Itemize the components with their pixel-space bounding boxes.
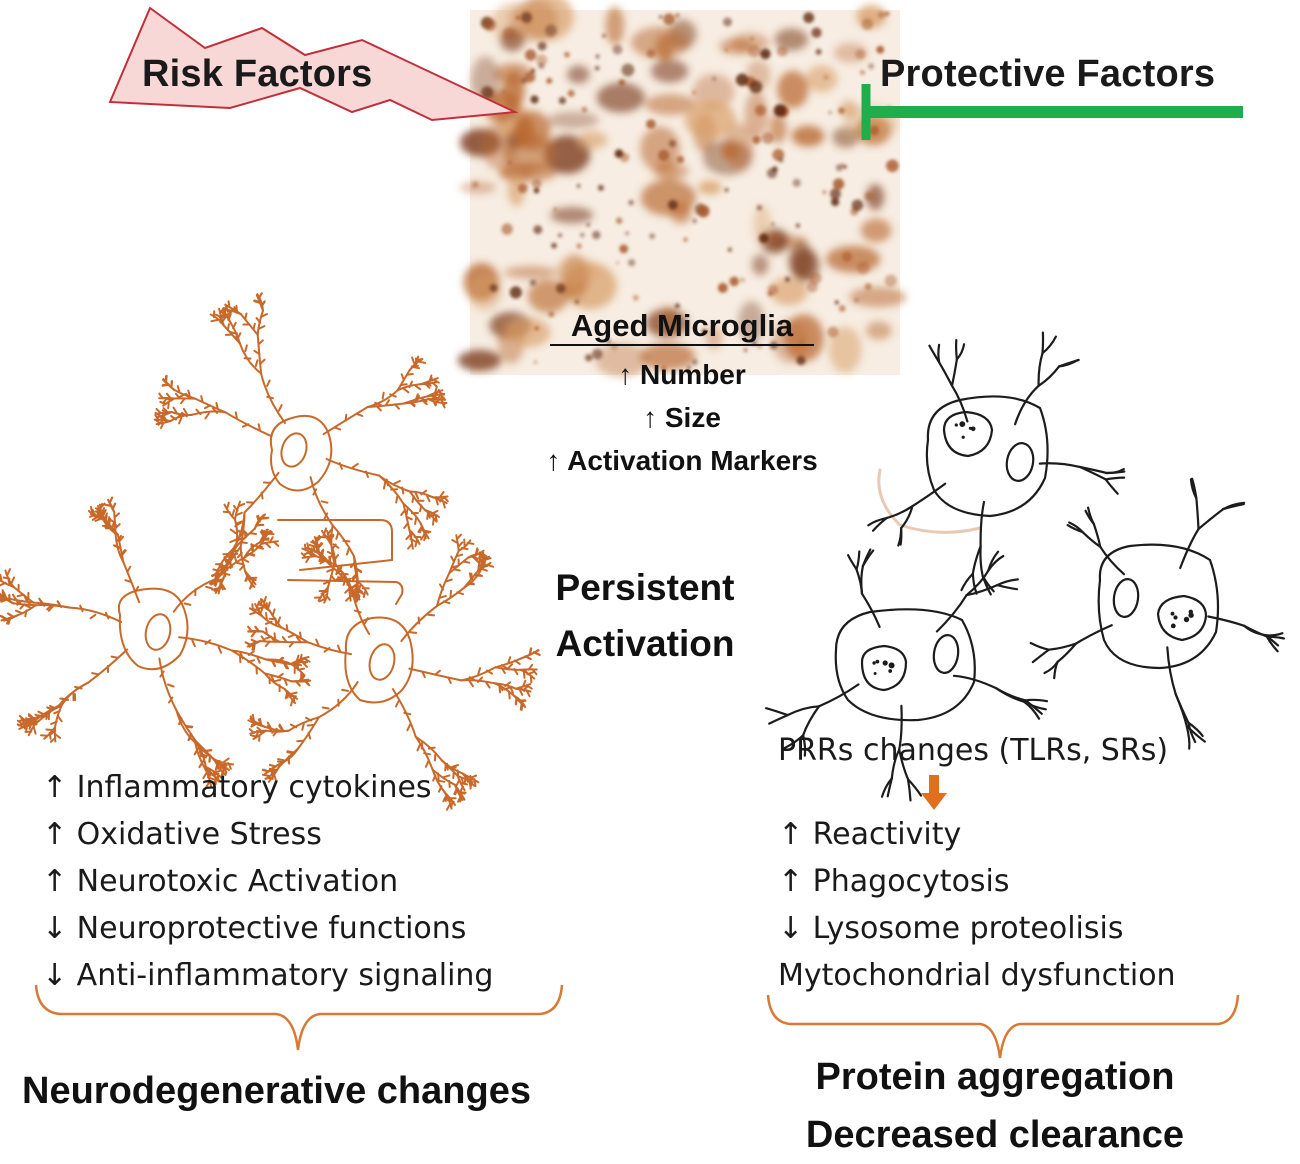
left-cell-3 bbox=[345, 617, 412, 702]
persistent-line: Persistent bbox=[500, 560, 790, 616]
right-change-list: ↑ Reactivity ↑ Phagocytosis ↓ Lysosome p… bbox=[778, 811, 1176, 999]
list-item: ↓ Anti-inflammatory signaling bbox=[42, 952, 493, 999]
right-cell-left bbox=[836, 609, 975, 720]
microglia-stat-number: ↑ Number bbox=[500, 353, 864, 396]
persistent-activation-label: Persistent Activation bbox=[500, 560, 790, 672]
microglia-stat-size: ↑ Size bbox=[500, 396, 864, 439]
left-outcome-label: Neurodegenerative changes bbox=[22, 1070, 531, 1113]
microglia-title: Aged Microglia bbox=[520, 308, 844, 344]
left-cell-1 bbox=[271, 416, 331, 491]
left-cell-2 bbox=[119, 589, 188, 670]
activation-line: Activation bbox=[500, 616, 790, 672]
left-neuron-network bbox=[0, 293, 540, 810]
decreased-clearance-line: Decreased clearance bbox=[760, 1106, 1230, 1164]
left-change-list: ↑ Inflammatory cytokines ↑ Oxidative Str… bbox=[42, 764, 493, 999]
right-outcome-label: Protein aggregation Decreased clearance bbox=[760, 1048, 1230, 1164]
list-item: ↓ Lysosome proteolisis bbox=[778, 905, 1176, 952]
list-item: ↑ Oxidative Stress bbox=[42, 811, 493, 858]
protective-factors-label: Protective Factors bbox=[880, 53, 1215, 96]
list-item: Mytochondrial dysfunction bbox=[778, 952, 1176, 999]
list-item: ↑ Inflammatory cytokines bbox=[42, 764, 493, 811]
right-cell-top bbox=[927, 396, 1048, 516]
right-cell-right bbox=[1099, 545, 1218, 668]
prr-changes-label: PRRs changes (TLRs, SRs) bbox=[778, 727, 1168, 774]
microglia-stat-markers: ↑ Activation Markers bbox=[500, 439, 864, 482]
list-item: ↓ Neuroprotective functions bbox=[42, 905, 493, 952]
risk-factors-label: Risk Factors bbox=[142, 53, 373, 96]
protein-aggregation-line: Protein aggregation bbox=[760, 1048, 1230, 1106]
microglia-stats: ↑ Number ↑ Size ↑ Activation Markers bbox=[500, 353, 864, 482]
list-item: ↑ Neurotoxic Activation bbox=[42, 858, 493, 905]
list-item: ↑ Reactivity bbox=[778, 811, 1176, 858]
down-arrow bbox=[921, 775, 947, 810]
list-item: ↑ Phagocytosis bbox=[778, 858, 1176, 905]
